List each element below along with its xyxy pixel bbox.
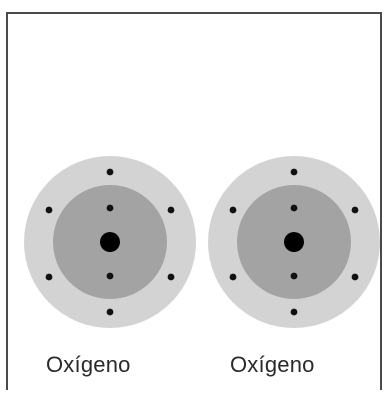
electron-outer xyxy=(230,207,237,214)
electron-inner xyxy=(107,273,114,280)
oxygen-atom-right xyxy=(208,156,380,328)
electron-outer xyxy=(168,207,175,214)
electron-inner xyxy=(107,205,114,212)
electron-outer xyxy=(230,274,237,281)
electron-outer xyxy=(107,169,114,176)
oxygen-atom-left xyxy=(24,156,196,328)
electron-inner xyxy=(291,205,298,212)
electron-outer xyxy=(352,274,359,281)
electron-inner xyxy=(291,273,298,280)
electron-outer xyxy=(46,207,53,214)
electron-outer xyxy=(46,274,53,281)
electron-outer xyxy=(352,207,359,214)
electron-outer xyxy=(291,169,298,176)
electron-outer xyxy=(168,274,175,281)
nucleus xyxy=(100,232,120,252)
nucleus xyxy=(284,232,304,252)
atom-label-oxygen-right: Oxígeno xyxy=(230,352,315,378)
atom-label-oxygen-left: Oxígeno xyxy=(46,352,131,378)
electron-outer xyxy=(291,309,298,316)
electron-outer xyxy=(107,309,114,316)
